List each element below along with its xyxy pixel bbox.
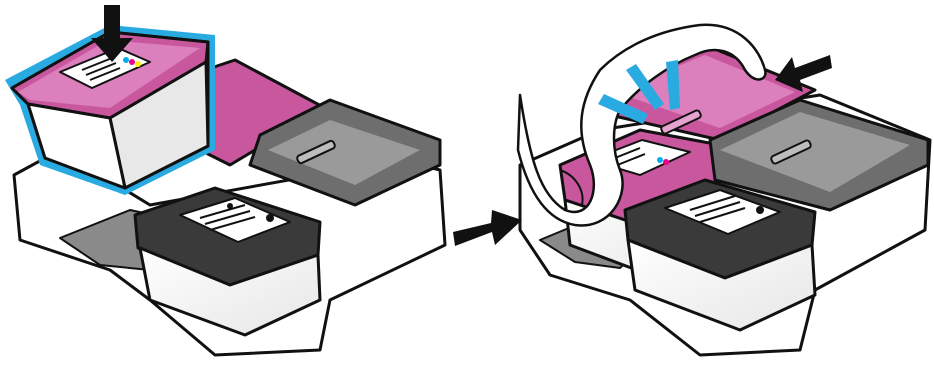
panel-close-lid <box>453 25 930 355</box>
panel-insert-cartridge <box>5 5 445 355</box>
right-arrow-icon <box>453 210 522 246</box>
